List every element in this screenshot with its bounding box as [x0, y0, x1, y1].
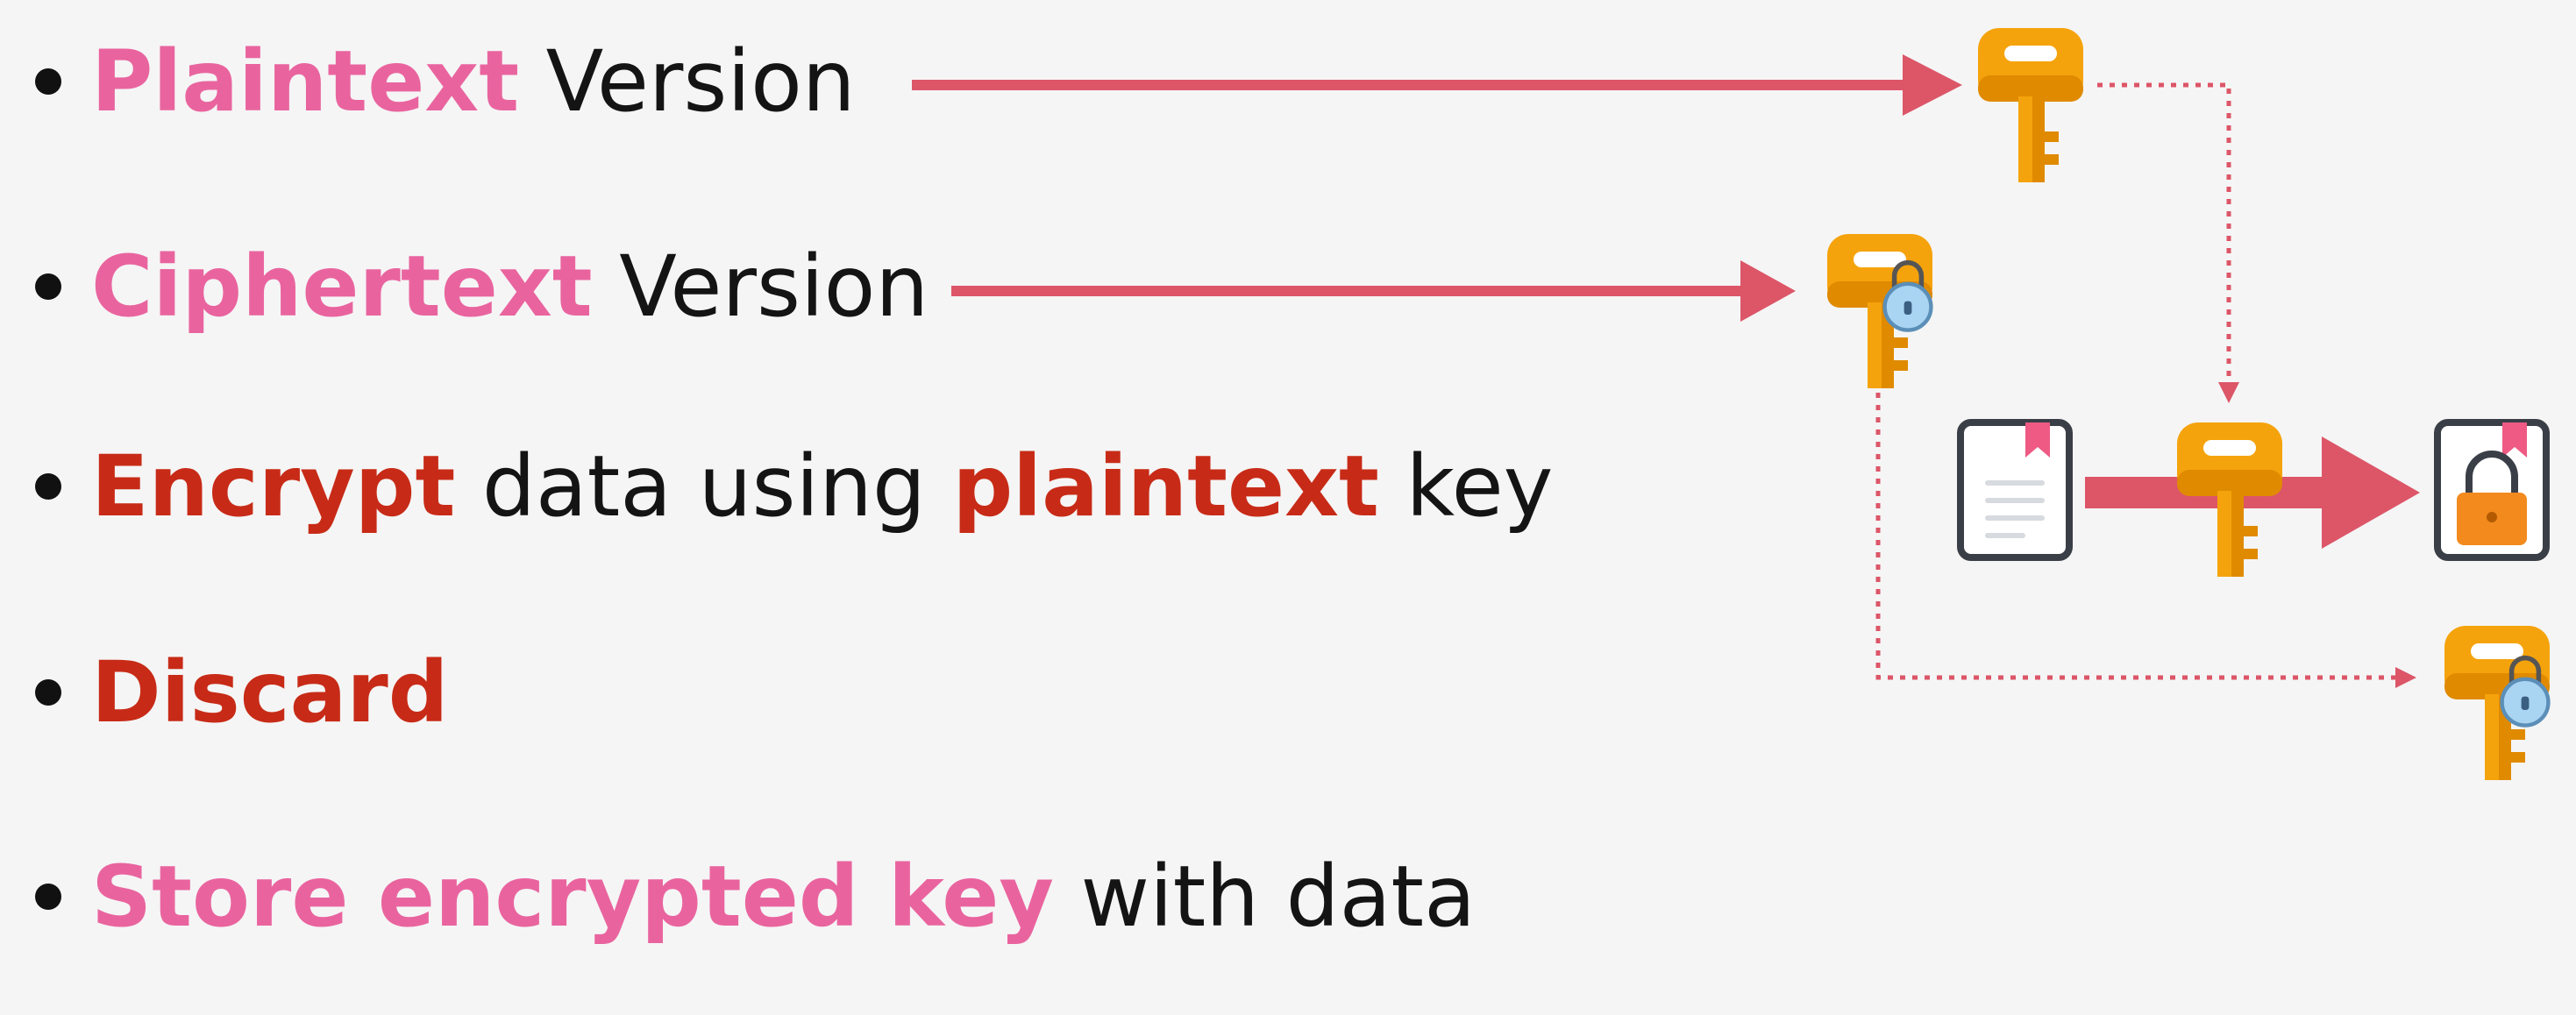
document-icon	[1957, 419, 2073, 561]
bullet-text: data using	[455, 437, 953, 536]
bullet-discard: Discard	[35, 640, 448, 745]
locked-document-icon	[2434, 419, 2550, 561]
bullet-store-encrypted-key: Store encrypted key with data	[35, 844, 1476, 949]
arrow-ciphertext-to-key	[951, 260, 1796, 322]
bullet-text: Version	[592, 238, 929, 336]
bullet-emphasis: Store encrypted key	[91, 848, 1054, 946]
bullet-dot	[35, 884, 61, 910]
bullet-text: with data	[1053, 848, 1476, 946]
dotted-path-encrypted-key	[1875, 393, 2416, 688]
encrypted-key-icon	[2444, 626, 2550, 780]
arrow-plaintext-to-key	[912, 54, 1962, 116]
bullet-dot	[35, 68, 61, 95]
plaintext-key-icon	[1978, 28, 2083, 182]
bullet-text: key	[1378, 437, 1554, 536]
encrypted-key-icon	[1827, 234, 1932, 388]
bullet-plaintext-version: Plaintext Version	[35, 29, 856, 134]
padlock-icon	[2457, 451, 2527, 545]
bullet-emphasis: Discard	[91, 643, 449, 742]
bullet-list: Plaintext Version Ciphertext Version Enc…	[35, 29, 1553, 949]
bullet-ciphertext-version: Ciphertext Version	[35, 234, 929, 339]
bullet-emphasis: Plaintext	[91, 32, 520, 131]
bullet-emphasis: plaintext	[952, 437, 1379, 536]
bullet-dot	[35, 273, 61, 300]
bullet-dot	[35, 679, 61, 706]
bullet-text: Version	[519, 32, 856, 131]
dotted-path-plaintext-key	[2097, 82, 2239, 403]
bullet-emphasis: Ciphertext	[91, 238, 593, 336]
bullet-encrypt-data: Encrypt data using plaintext key	[35, 434, 1553, 539]
bullet-emphasis: Encrypt	[91, 437, 456, 536]
bullet-dot	[35, 473, 61, 500]
